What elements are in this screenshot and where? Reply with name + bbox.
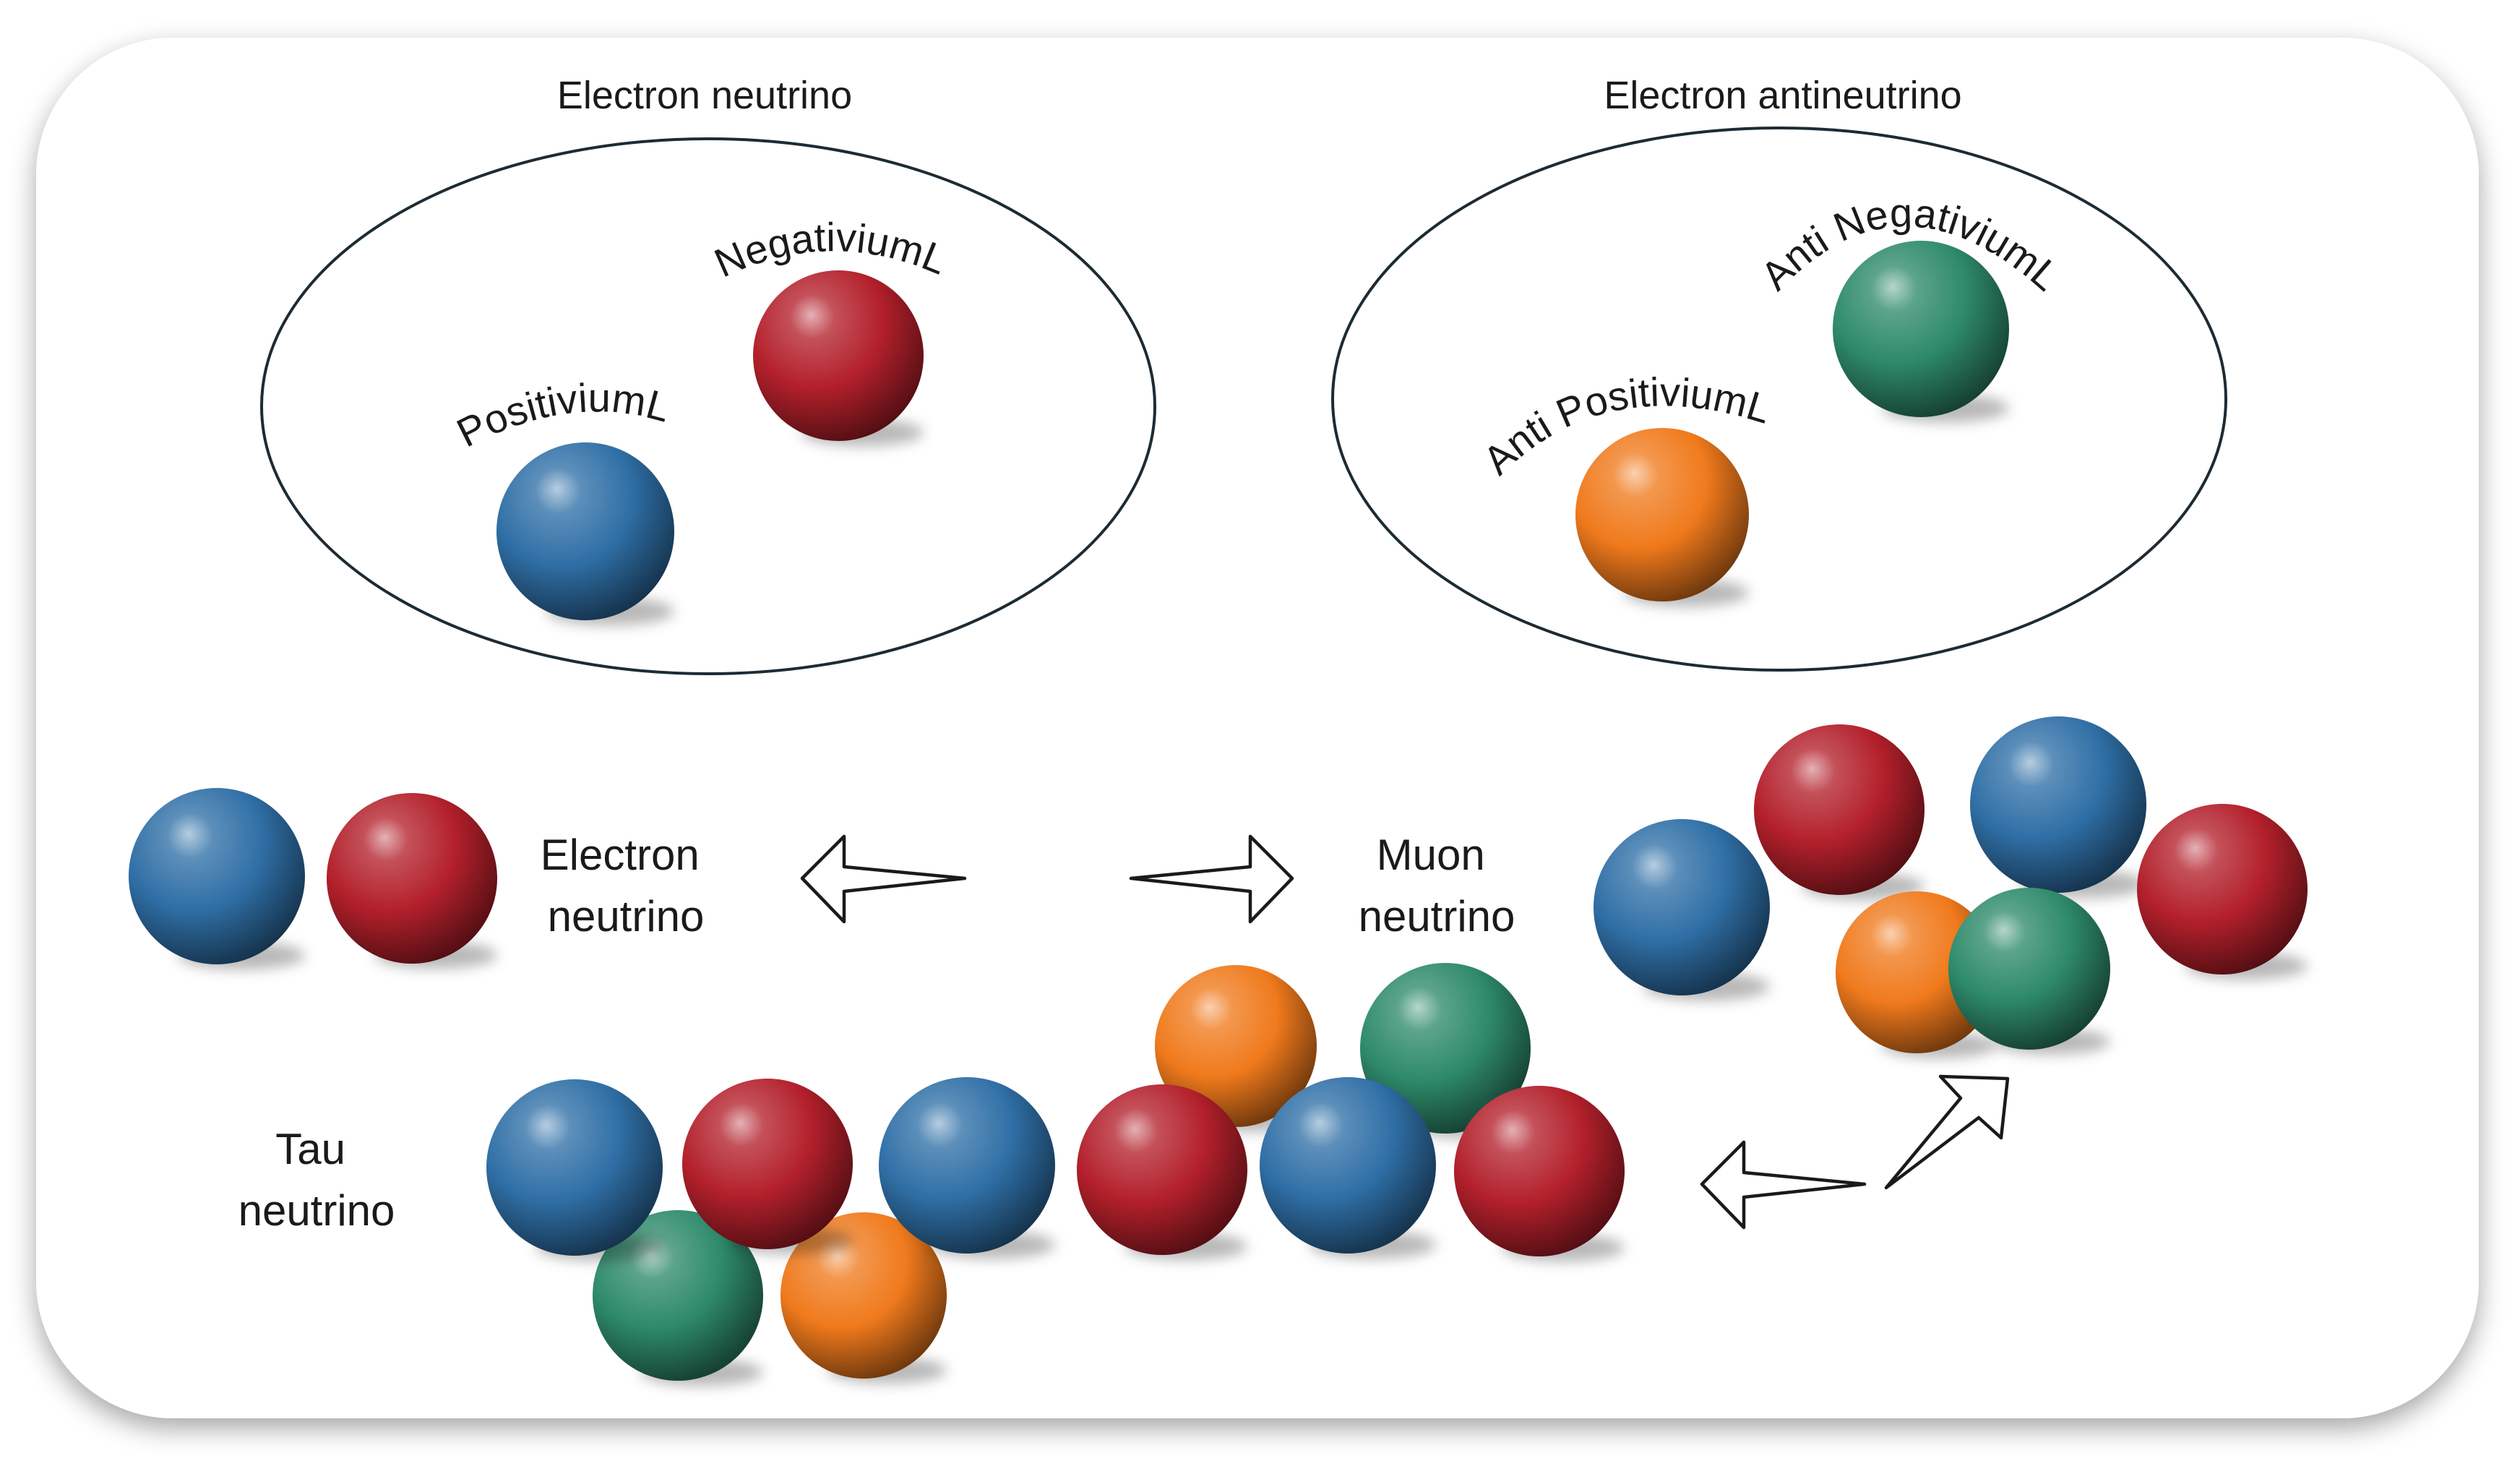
electron-red-sphere: [327, 793, 497, 969]
anti-positivium-sphere-body: [1575, 428, 1749, 601]
tau-green-sphere-top-body: [1360, 963, 1531, 1134]
electron-neutrino-ellipse: [260, 137, 1156, 675]
electron-antineutrino-ellipse: [1331, 127, 2227, 672]
electron-family-line-2: neutrino: [548, 892, 705, 941]
tau-orange-sphere-body: [780, 1212, 947, 1379]
negativium-sphere-body: [753, 270, 924, 441]
electron-blue-sphere: [129, 788, 305, 970]
muon-green-sphere: [1948, 888, 2111, 1055]
muon-blue-sphere-body: [1594, 819, 1770, 995]
arrow-up-right-icon: [1884, 1074, 2010, 1190]
tau-family-line-1: Tau: [275, 1125, 345, 1173]
electron-red-sphere-body: [327, 793, 497, 964]
electron-family-label: Electron neutrino: [541, 831, 712, 941]
arrow-left-icon: [800, 834, 967, 924]
muon-red-sphere-2-body: [2137, 804, 2308, 974]
muon-red-sphere-body: [1754, 724, 1925, 895]
muon-family-line-2: neutrino: [1359, 892, 1515, 941]
muon-family-line-1: Muon: [1377, 831, 1485, 879]
tau-red-sphere-2-body: [1077, 1084, 1247, 1255]
tau-red-sphere-3: [1454, 1086, 1625, 1262]
electron-family-line-1: Electron: [541, 831, 700, 879]
tau-red-sphere-3-body: [1454, 1086, 1625, 1256]
muon-orange-sphere: [1836, 891, 1998, 1058]
tau-family-line-2: neutrino: [238, 1186, 395, 1235]
particle-spheres: [129, 241, 2308, 1387]
tau-orange-sphere: [780, 1212, 947, 1384]
electron-blue-sphere-body: [129, 788, 305, 964]
anti-negativium-sphere-body: [1833, 241, 2009, 417]
tau-blue-sphere-1-body: [486, 1079, 663, 1256]
muon-family-label: Muon neutrino: [1359, 831, 1515, 941]
tau-red-sphere-1: [682, 1079, 853, 1255]
anti-negativium-sphere: [1833, 241, 2009, 423]
muon-orange-sphere-body: [1836, 891, 1997, 1053]
tau-blue-sphere-1: [486, 1079, 663, 1261]
tau-family-label: Tau neutrino: [238, 1125, 395, 1235]
card-frame: [36, 38, 2479, 1418]
arrow-right-icon: [1129, 834, 1294, 924]
tau-red-sphere-1-body: [682, 1079, 853, 1249]
positivium-sphere: [496, 442, 674, 626]
electron-neutrino-heading: Electron neutrino: [557, 74, 852, 117]
tau-blue-sphere-2: [879, 1077, 1055, 1259]
tau-orange-sphere-top-body: [1155, 965, 1317, 1127]
tau-blue-sphere-3: [1260, 1077, 1436, 1259]
tau-blue-sphere-3-body: [1260, 1077, 1436, 1254]
muon-green-sphere-body: [1948, 888, 2110, 1050]
muon-blue-sphere-2-body: [1970, 716, 2146, 893]
muon-red-sphere-2: [2137, 804, 2308, 980]
muon-blue-sphere: [1594, 819, 1770, 1001]
arrow-lower-left-icon: [1700, 1140, 1867, 1230]
anti-positivium-sphere: [1575, 428, 1750, 607]
tau-blue-sphere-2-body: [879, 1077, 1055, 1254]
negativium-sphere: [753, 270, 924, 447]
positivium-sphere-body: [496, 442, 674, 620]
tau-red-sphere-2: [1077, 1084, 1248, 1261]
electron-antineutrino-heading: Electron antineutrino: [1604, 74, 1961, 117]
muon-red-sphere: [1754, 724, 1925, 901]
